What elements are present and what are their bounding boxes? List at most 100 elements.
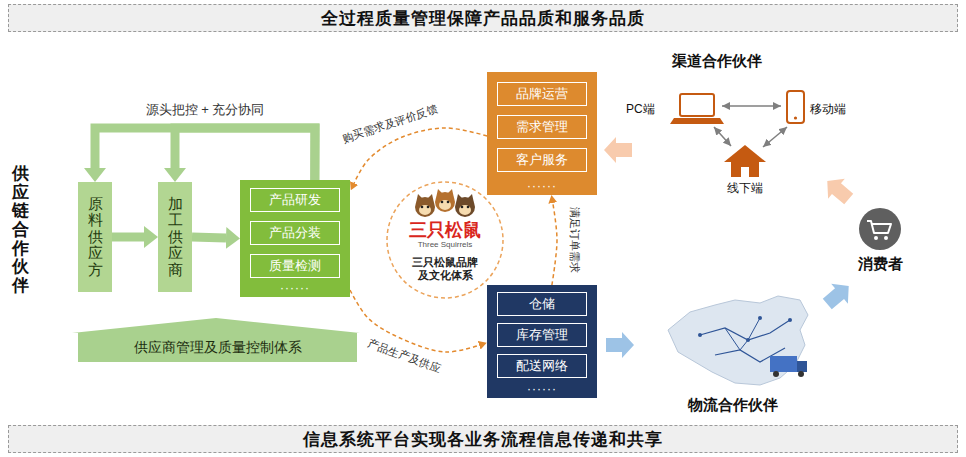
node-text: ······: [527, 382, 557, 396]
supplier-box: 加工供应商: [158, 182, 192, 292]
consumer-node: 消费者: [852, 207, 908, 279]
partner-label: 渠道合作伙伴: [672, 52, 762, 71]
node-text: 三只松鼠: [409, 220, 481, 240]
node-text: 库存管理: [516, 326, 568, 344]
edge-label: 购买需求及评价反馈: [339, 102, 441, 146]
flow-arrow: [95, 128, 315, 180]
cycle-arrow: [552, 203, 557, 285]
flow-arrow: [819, 171, 857, 209]
flow-arrow: [819, 276, 857, 314]
laptop-icon: [680, 94, 714, 116]
flow-arrow: [112, 233, 144, 242]
function-panel: ······ 仓储库存管理配送网络: [487, 285, 597, 398]
house-icon: [741, 167, 749, 177]
squirrel-eye: [421, 206, 424, 209]
route-dot: [788, 318, 792, 322]
node-text: 加工供应商: [168, 196, 183, 279]
squirrel-eye: [467, 206, 470, 209]
route-dot: [758, 316, 762, 320]
squirrel-eye: [441, 201, 444, 204]
phone-icon: [794, 116, 797, 119]
edge-label: 源头把控 + 充分协同: [144, 102, 267, 118]
china-map: [668, 296, 808, 385]
banner: 信息系统平台实现各业务流程信息传递和共享: [8, 425, 958, 453]
channel-label: 线下端: [727, 180, 763, 197]
brand-logo: 三只松鼠Three Squirrels 三只松鼠品牌 及文化体系: [385, 180, 505, 300]
node-text: 仓储: [529, 295, 555, 313]
function-item: 库存管理: [497, 323, 587, 347]
channel-label: PC端: [626, 101, 655, 118]
node-text: 产品研发: [269, 191, 321, 209]
laptop-icon: [670, 118, 724, 124]
edge-label: 满足订单需求: [567, 205, 580, 275]
node-text: 消费者: [858, 255, 903, 274]
route-dot: [746, 338, 750, 342]
node-text: 原料供应方: [88, 196, 103, 279]
function-item: 配送网络: [497, 354, 587, 378]
function-item: 品牌运营: [497, 82, 587, 106]
flow-arrow: [604, 137, 632, 163]
truck-icon: [798, 371, 804, 377]
flow-arrow: [192, 237, 226, 238]
node-text: 全过程质量管理保障产品品质和服务品质: [321, 7, 645, 30]
cart-icon: [874, 236, 878, 240]
icon-circle: [859, 208, 901, 250]
house-icon: [731, 160, 759, 177]
truck-icon: [797, 361, 807, 372]
node-text: 三只松鼠品牌 及文化体系: [405, 256, 485, 282]
cycle-arrow: [354, 128, 487, 183]
function-panel: ······ 品牌运营需求管理客户服务: [487, 72, 597, 195]
truck-icon: [773, 371, 779, 377]
function-item: 客户服务: [497, 148, 587, 172]
flow-arrow: [175, 128, 315, 180]
squirrel-face: [439, 200, 451, 210]
squirrel-eye: [427, 206, 430, 209]
consumer-icon: [852, 207, 908, 253]
support-wedge: [72, 318, 360, 333]
node-text: 质量检测: [269, 257, 321, 275]
channel-link: [763, 127, 787, 147]
node-text: 配送网络: [516, 357, 568, 375]
node-text: 需求管理: [516, 118, 568, 136]
dashed-ring: [387, 182, 503, 298]
function-item: 质量检测: [250, 254, 340, 278]
node-text: 品牌运营: [516, 85, 568, 103]
route-line: [725, 318, 760, 350]
function-item: 仓储: [497, 292, 587, 316]
function-item: 产品分装: [250, 221, 340, 245]
squirrel-face: [459, 205, 471, 215]
system-band: 供应商管理及质量控制体系: [78, 333, 357, 362]
node-text: ······: [527, 179, 557, 193]
house-icon: [724, 145, 766, 162]
banner: 全过程质量管理保障产品品质和服务品质: [8, 4, 958, 32]
function-item: 需求管理: [497, 115, 587, 139]
channel-label: 移动端: [810, 101, 846, 118]
flow-arrow: [606, 332, 634, 358]
squirrel-head: [435, 192, 455, 212]
truck-icon: [770, 356, 797, 372]
route-line: [700, 320, 790, 340]
channel-link: [722, 105, 781, 107]
function-panel: ······产品研发产品分装质量检测: [240, 180, 350, 297]
squirrel-head: [415, 197, 435, 217]
cart-icon: [867, 221, 891, 233]
channel-link: [714, 127, 731, 146]
squirrel-eye: [447, 201, 450, 204]
squirrel-head: [455, 197, 475, 217]
node-text: 客户服务: [516, 151, 568, 169]
supplier-box: 原料供应方: [78, 182, 112, 292]
edge-label: 产品生产及供应: [364, 336, 445, 376]
partner-label: 供应链合作伙伴: [12, 165, 29, 296]
partner-label: 物流合作伙伴: [688, 396, 778, 415]
cart-icon: [884, 236, 888, 240]
phone-icon: [787, 91, 804, 123]
node-text: 信息系统平台实现各业务流程信息传递和共享: [303, 428, 663, 451]
function-item: 产品研发: [250, 188, 340, 212]
squirrel-eye: [461, 206, 464, 209]
node-text: Three Squirrels: [418, 240, 473, 250]
node-text: 供应商管理及质量控制体系: [134, 339, 302, 357]
route-dot: [698, 333, 702, 337]
node-text: 产品分装: [269, 224, 321, 242]
